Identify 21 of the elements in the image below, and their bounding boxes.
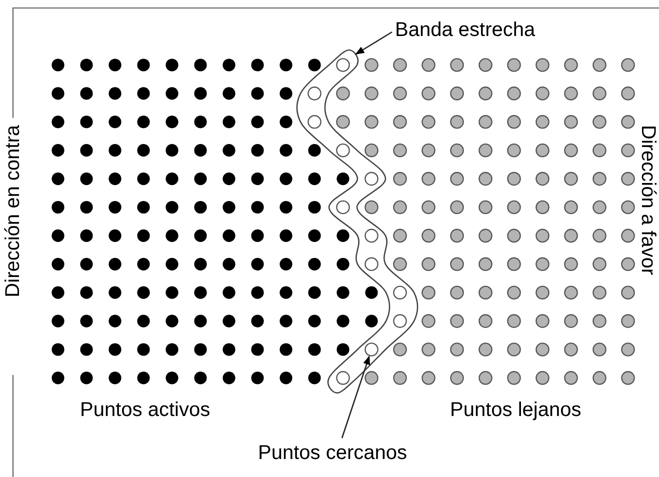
near-point-dot [308, 115, 322, 129]
near-point-dot [393, 286, 407, 300]
callout-label: Banda estrecha [395, 20, 536, 40]
near-point-dot [364, 228, 378, 243]
side-label: Dirección en contra [3, 125, 23, 298]
callout-label: Puntos cercanos [258, 443, 407, 463]
near-point-dot [336, 371, 350, 385]
near-point-dot [393, 314, 407, 328]
near-point-dot [336, 143, 350, 158]
leader-arrow [355, 31, 392, 55]
near-point-dot [364, 257, 378, 272]
leader-arrow [341, 356, 370, 438]
near-point-dot [336, 200, 350, 214]
near-point-dot [364, 342, 378, 356]
near-point-dot [336, 58, 350, 72]
side-label: Dirección a favor [638, 125, 658, 276]
region-label: Puntos lejanos [450, 400, 582, 420]
near-point-dot [308, 86, 322, 100]
near-point-dot [364, 172, 378, 186]
narrow-band-outline [296, 49, 418, 394]
region-label: Puntos activos [80, 400, 210, 420]
